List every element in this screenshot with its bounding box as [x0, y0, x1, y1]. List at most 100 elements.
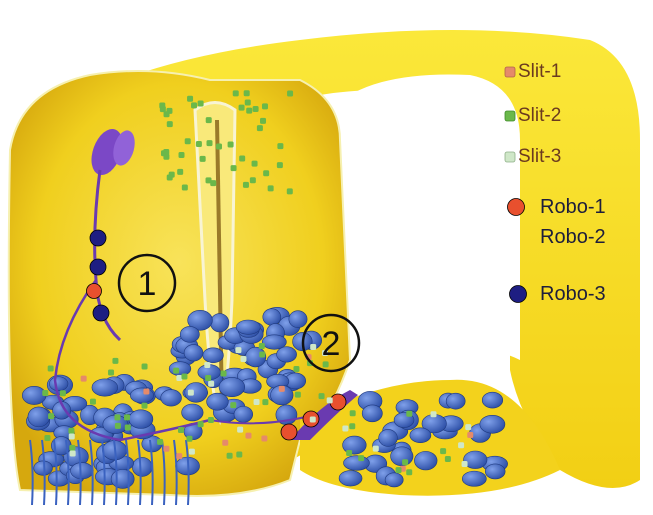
slit-particle — [406, 411, 412, 417]
neural-cell — [362, 405, 382, 422]
slit-particle — [262, 103, 268, 109]
slit-particle — [246, 108, 252, 114]
neural-cell — [71, 463, 94, 479]
slit-particle — [467, 432, 473, 438]
slit-particle — [178, 427, 184, 433]
neural-cell — [169, 362, 191, 376]
neural-cell — [262, 335, 286, 350]
slit-particle — [465, 424, 471, 430]
neural-cell — [111, 470, 134, 489]
slit-particle — [243, 182, 249, 188]
slit-particle — [191, 102, 197, 108]
slit-particle — [141, 403, 147, 409]
slit-particle — [342, 426, 348, 432]
neural-cell — [410, 428, 431, 443]
slit-particle — [186, 436, 192, 442]
slit-particle — [198, 421, 204, 427]
slit-particle — [68, 428, 74, 434]
neural-cell — [130, 388, 153, 403]
neural-cell — [129, 410, 153, 429]
slit-particle — [396, 467, 402, 473]
slit-particle — [295, 392, 301, 398]
slit-particle — [349, 423, 355, 429]
slit-particle — [259, 343, 265, 349]
slit-particle — [157, 439, 163, 445]
slit-particle — [240, 356, 246, 362]
legend-robo2: Robo-2 — [540, 226, 606, 249]
slit-particle — [70, 451, 76, 457]
slit-particle — [205, 375, 211, 381]
slit-particle — [462, 461, 468, 467]
slit-particle — [167, 121, 173, 127]
slit-particle — [231, 165, 237, 171]
slit-particle — [115, 423, 121, 429]
robo3-marker-icon — [510, 286, 527, 303]
slit-particle — [277, 162, 283, 168]
slit-particle — [200, 156, 206, 162]
slit-particle — [287, 188, 293, 194]
robo12-marker-icon — [508, 199, 525, 216]
slit-particle — [236, 452, 242, 458]
slit-particle — [44, 435, 50, 441]
neural-cell — [49, 377, 68, 391]
slit-particle — [254, 399, 260, 405]
slit-particle — [458, 442, 464, 448]
slit-particle — [253, 106, 259, 112]
slit-particle — [346, 450, 352, 456]
slit-particle — [208, 417, 214, 423]
neural-cell — [339, 471, 362, 486]
neural-cell — [446, 393, 465, 409]
slit-particle — [159, 102, 165, 108]
slit-particle — [81, 376, 87, 382]
slit-particle — [227, 453, 233, 459]
tube-opening — [330, 74, 520, 360]
slit-particle — [287, 91, 293, 97]
slit-particle — [252, 161, 258, 167]
slit-particle — [310, 344, 316, 350]
slit-particle — [216, 144, 222, 150]
neural-cell — [207, 393, 229, 410]
slit-particle — [69, 445, 75, 451]
slit-particle — [163, 446, 169, 452]
slit-particle — [163, 154, 169, 160]
slit-particle — [260, 118, 266, 124]
slit-particle — [189, 449, 195, 455]
legend-slit1: Slit-1 — [518, 61, 561, 83]
slit-particle — [176, 375, 182, 381]
slit-particle — [259, 351, 265, 357]
slit-particle — [143, 388, 149, 394]
neural-cell — [132, 457, 152, 476]
neural-cell — [277, 347, 297, 362]
neural-cell — [379, 429, 398, 446]
slit-particle — [108, 370, 114, 376]
slit-particle — [142, 364, 148, 370]
neural-cell — [210, 314, 228, 332]
slit-particle — [261, 436, 267, 442]
slit-particle — [207, 140, 213, 146]
slit-particle — [233, 90, 239, 96]
neural-cell — [219, 377, 245, 396]
slit-particle — [373, 446, 379, 452]
slit-particle — [60, 390, 66, 396]
slit-particle — [204, 362, 210, 368]
slit-particle — [179, 152, 185, 158]
slit-particle — [431, 411, 437, 417]
slit-particle — [402, 459, 408, 465]
slit-particle — [277, 143, 283, 149]
neural-cell — [92, 379, 118, 396]
slit-particle — [222, 440, 228, 446]
neural-cell — [203, 348, 224, 363]
slit-particle — [185, 138, 191, 144]
slit-particle — [250, 177, 256, 183]
neural-cell — [289, 311, 307, 328]
slit-particle — [210, 180, 216, 186]
slit-particle — [262, 399, 268, 405]
slit-particle — [230, 402, 236, 408]
slit-particle — [48, 413, 54, 419]
slit-particle — [177, 169, 183, 175]
neural-cell — [391, 447, 413, 466]
slit-particle — [257, 125, 263, 131]
neural-cell — [344, 456, 370, 471]
slit-particle — [182, 184, 188, 190]
